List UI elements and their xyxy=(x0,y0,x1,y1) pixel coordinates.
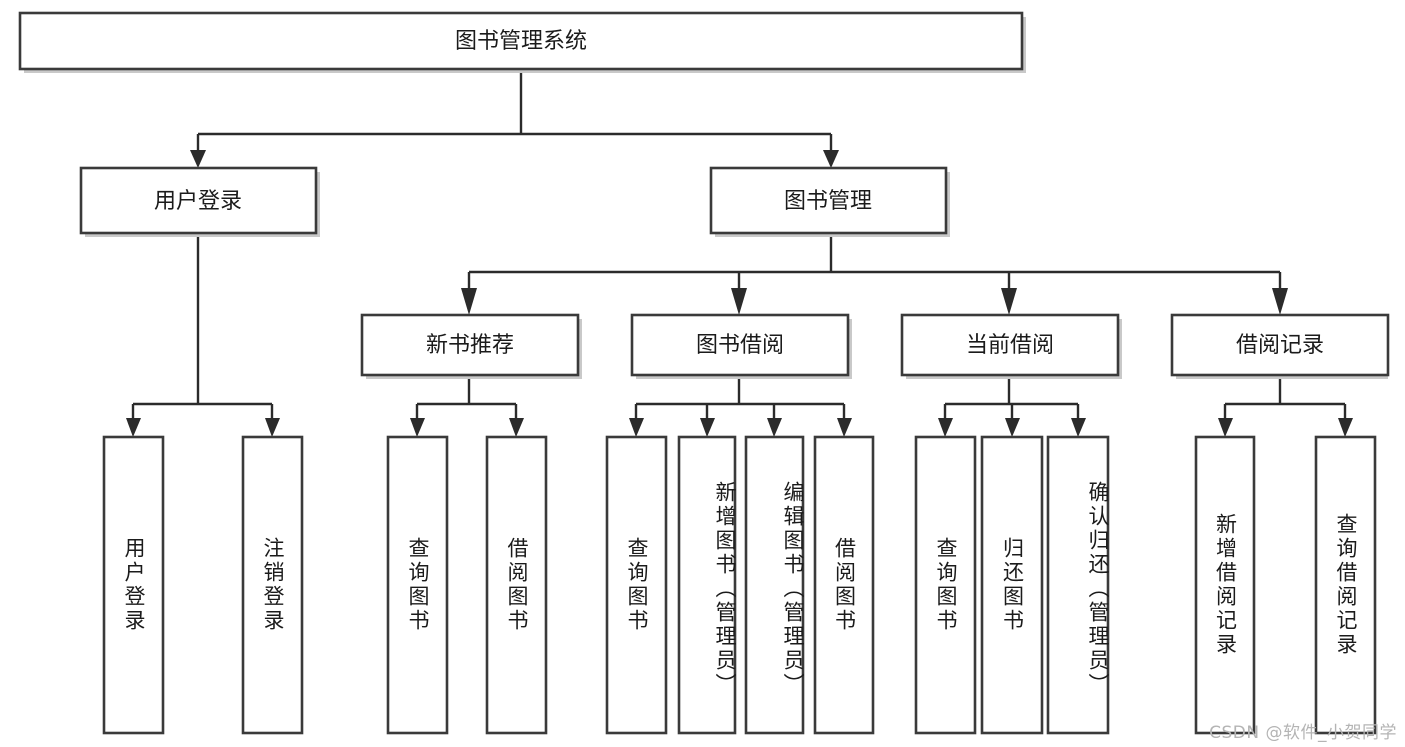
arrow-to-leaf-query-book-3 xyxy=(938,418,953,437)
node-book-manage-label: 图书管理 xyxy=(784,189,872,214)
node-new-book-recommend-label: 新书推荐 xyxy=(426,333,514,358)
edges-group xyxy=(126,69,1353,437)
arrow-to-leaf-confirm-return xyxy=(1071,418,1086,437)
node-book-borrow-box[interactable] xyxy=(630,313,850,377)
node-book-manage-box[interactable] xyxy=(709,166,948,235)
arrow-to-leaf-borrow-book-2 xyxy=(837,418,852,437)
leaf-box-edit-book[interactable] xyxy=(744,435,805,735)
watermark-text: CSDN @软件_小贺同学 xyxy=(1209,723,1397,743)
arrow-to-leaf-borrow-book-1 xyxy=(509,418,524,437)
leaf-box-add-borrow-record[interactable] xyxy=(1194,435,1256,735)
arrow-to-leaf-user-login xyxy=(126,418,141,437)
arrow-to-book-manage xyxy=(823,150,839,168)
arrow-to-book-borrow xyxy=(731,288,747,315)
arrow-to-leaf-query-book-1 xyxy=(410,418,425,437)
node-current-borrow-label: 当前借阅 xyxy=(966,333,1054,358)
arrow-to-leaf-add-book xyxy=(700,418,715,437)
leaf-label-confirm-return: 确认归还（管理员） xyxy=(1086,481,1110,697)
leaf-label-query-book-2: 查询图书 xyxy=(625,537,649,633)
leaf-box-query-book-1[interactable] xyxy=(386,435,449,735)
nodes-group: 图书管理系统 用户登录 图书管理 新书推荐 图书借阅 当前借阅 借阅记录 xyxy=(18,11,1390,377)
leaf-label-borrow-book-1: 借阅图书 xyxy=(505,537,529,633)
arrow-to-leaf-query-borrow-record xyxy=(1338,418,1353,437)
node-borrow-record-box[interactable] xyxy=(1170,313,1390,377)
leaf-label-query-book-1: 查询图书 xyxy=(406,537,430,633)
node-root-label: 图书管理系统 xyxy=(455,29,587,54)
arrow-to-leaf-return-book xyxy=(1005,418,1020,437)
node-user-login-label: 用户登录 xyxy=(154,189,242,214)
leaf-label-edit-book: 编辑图书（管理员） xyxy=(781,481,805,697)
leaf-label-user-login: 用户登录 xyxy=(122,537,146,633)
arrow-to-current-borrow xyxy=(1001,288,1017,315)
leaf-box-query-book-2[interactable] xyxy=(605,435,668,735)
arrow-to-leaf-add-borrow-record xyxy=(1218,418,1233,437)
leaf-box-borrow-book-1[interactable] xyxy=(485,435,548,735)
arrow-to-leaf-edit-book xyxy=(767,418,782,437)
leaf-box-return-book[interactable] xyxy=(980,435,1044,735)
node-root-box[interactable] xyxy=(18,11,1024,71)
leaf-boxes-group xyxy=(102,435,1377,735)
leaf-label-user-logout: 注销登录 xyxy=(261,537,285,633)
leaf-label-query-book-3: 查询图书 xyxy=(934,537,958,633)
node-book-borrow-label: 图书借阅 xyxy=(696,333,784,358)
leaf-label-borrow-book-2: 借阅图书 xyxy=(832,537,857,633)
leaf-label-add-borrow-record: 新增借阅记录 xyxy=(1213,513,1238,657)
leaf-box-user-logout[interactable] xyxy=(241,435,304,735)
arrow-to-leaf-query-book-2 xyxy=(629,418,644,437)
leaf-box-add-book[interactable] xyxy=(677,435,737,735)
node-borrow-record-label: 借阅记录 xyxy=(1236,333,1324,358)
node-new-book-recommend-box[interactable] xyxy=(360,313,580,377)
node-user-login-box[interactable] xyxy=(79,166,318,235)
leaf-box-borrow-book-2[interactable] xyxy=(813,435,875,735)
leaf-label-return-book: 归还图书 xyxy=(1000,537,1025,633)
leaf-box-user-login[interactable] xyxy=(102,435,165,735)
arrow-to-leaf-user-logout xyxy=(265,418,280,437)
node-current-borrow-box[interactable] xyxy=(900,313,1120,377)
leaf-label-query-borrow-record: 查询借阅记录 xyxy=(1334,513,1358,657)
arrow-to-borrow-record xyxy=(1272,288,1288,315)
leaf-box-query-book-3[interactable] xyxy=(914,435,977,735)
arrow-to-user-login xyxy=(190,150,206,168)
leaf-label-add-book: 新增图书（管理员） xyxy=(713,481,737,697)
leaf-box-query-borrow-record[interactable] xyxy=(1314,435,1377,735)
leaf-box-confirm-return[interactable] xyxy=(1046,435,1110,735)
arrow-to-new-book-recommend xyxy=(461,288,477,315)
